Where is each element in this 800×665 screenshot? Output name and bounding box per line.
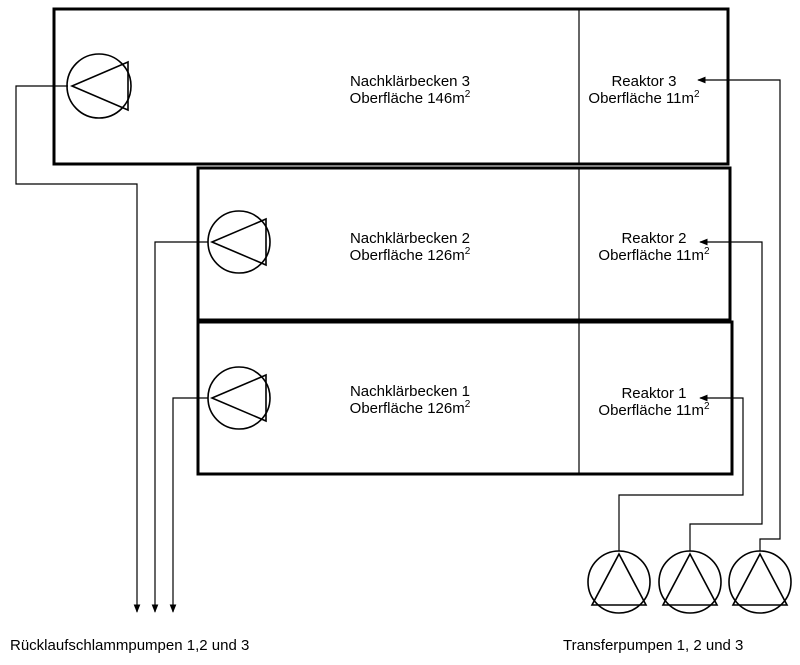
reactor-2-name: Reaktor 2 [621,230,687,247]
return-sludge-pump-2-icon [207,210,271,274]
basin-2-name: Nachklärbecken 2 [349,230,471,247]
basin-1-label: Nachklärbecken 1 Oberfläche 126m2 [320,383,500,417]
return-line-1 [169,397,208,613]
transfer-pump-1-icon [587,550,651,614]
basin-2-area: Oberfläche 126m2 [349,246,471,265]
basin-3-name: Nachklärbecken 3 [349,73,471,90]
transfer-pump-2-icon [658,550,722,614]
return-sludge-pumps-caption: Rücklaufschlammpumpen 1,2 und 3 [10,637,250,654]
return-line-2 [151,241,208,613]
basin-3-area: Oberfläche 146m2 [349,89,471,108]
return-sludge-pump-3-icon [66,53,132,119]
reactor-3-label: Reaktor 3 Oberfläche 11m2 [574,73,714,107]
basin-2-label: Nachklärbecken 2 Oberfläche 126m2 [320,230,500,264]
transfer-pump-3-icon [728,550,792,614]
reactor-1-label: Reaktor 1 Oberfläche 11m2 [584,385,724,419]
return-line-3 [15,85,141,613]
transfer-line-2 [689,238,763,551]
reactor-2-label: Reaktor 2 Oberfläche 11m2 [584,230,724,264]
return-sludge-pump-1-icon [207,366,271,430]
reactor-2-area: Oberfläche 11m2 [598,246,710,265]
reactor-1-area: Oberfläche 11m2 [598,401,710,420]
reactor-3-area: Oberfläche 11m2 [588,89,700,108]
transfer-line-1 [618,394,744,551]
transfer-pumps-caption: Transferpumpen 1, 2 und 3 [563,637,744,654]
transfer-line-3 [697,76,781,551]
reactor-3-name: Reaktor 3 [611,73,677,90]
basin-1-name: Nachklärbecken 1 [349,383,471,400]
basin-3-label: Nachklärbecken 3 Oberfläche 146m2 [320,73,500,107]
reactor-1-name: Reaktor 1 [621,385,687,402]
basin-1-area: Oberfläche 126m2 [349,399,471,418]
basin-2 [196,166,732,322]
